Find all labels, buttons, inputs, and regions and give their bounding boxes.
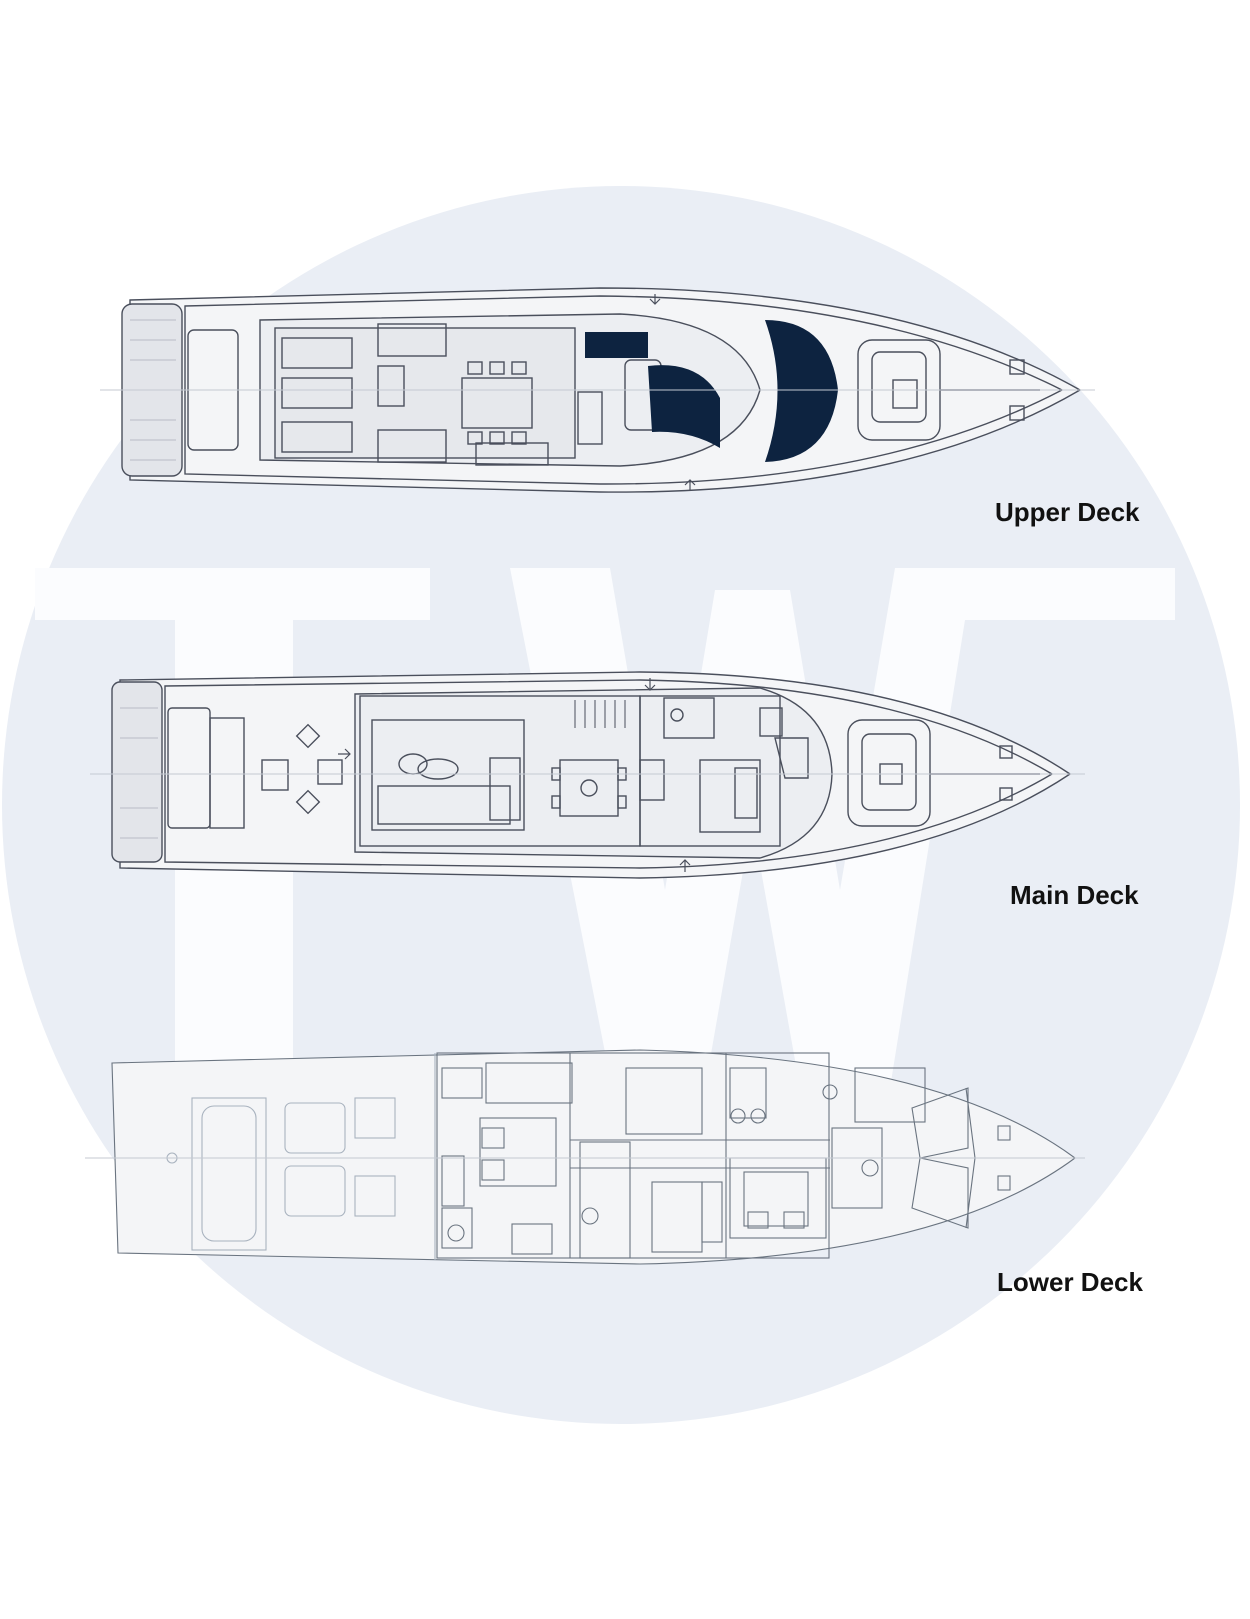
- main-deck-drawing: [90, 671, 1085, 879]
- lower-deck-label: Lower Deck: [997, 1267, 1143, 1297]
- upper-deck-label: Upper Deck: [995, 497, 1140, 527]
- lower-deck-plan: Lower Deck: [0, 1048, 1250, 1310]
- main-deck-plan: Main Deck: [0, 668, 1250, 913]
- lower-deck-drawing: [85, 1049, 1085, 1265]
- upper-deck-plan: Upper Deck: [0, 280, 1250, 527]
- main-deck-label: Main Deck: [1010, 880, 1139, 910]
- upper-deck-drawing: [100, 287, 1095, 493]
